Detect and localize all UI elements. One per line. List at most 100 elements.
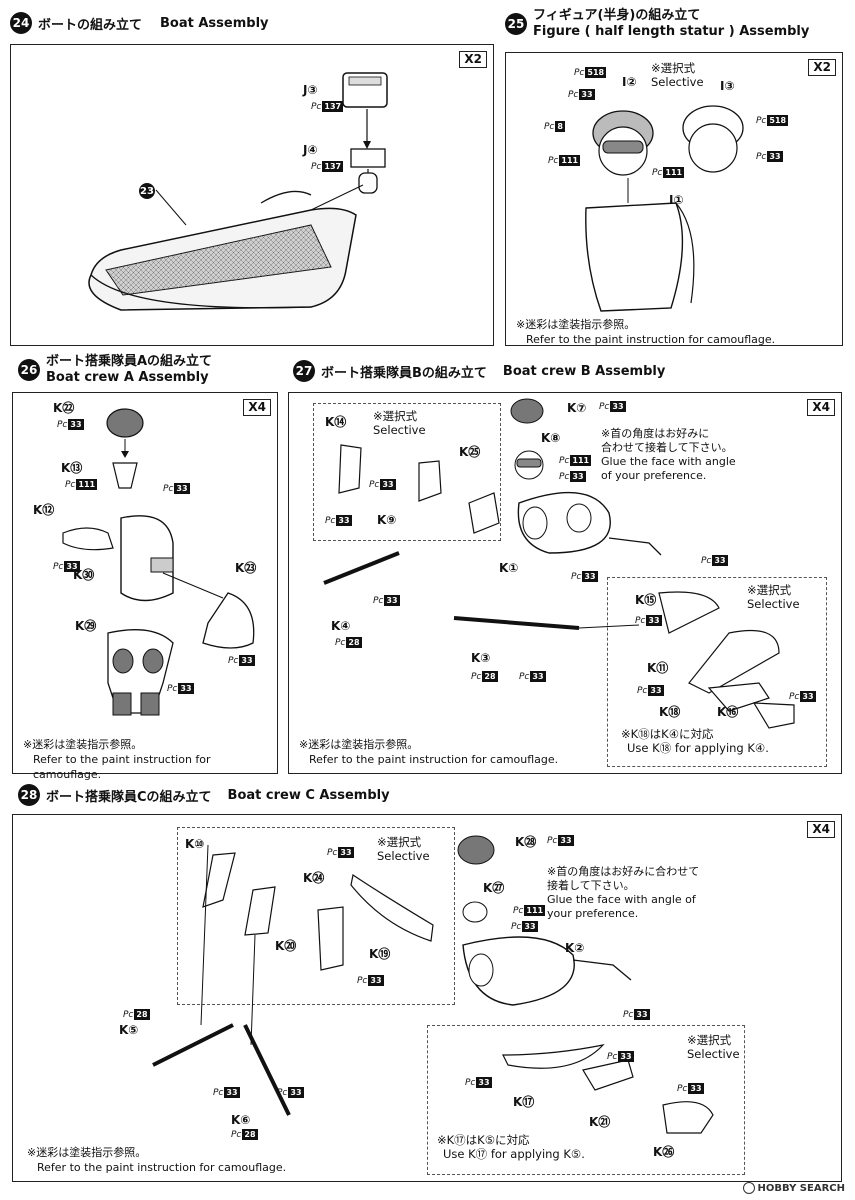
step-number: 25 (505, 13, 527, 35)
camouflage-note-en: Refer to the paint instruction for camou… (37, 1161, 287, 1174)
step-24-header: 24 ボートの組み立て Boat Assembly (10, 12, 269, 34)
step-title-ja: フィギュア(半身)の組み立て (533, 8, 701, 23)
part-k25-label: K㉕ (459, 445, 481, 459)
part-k23-label: K㉓ (235, 561, 257, 575)
watermark-text: HOBBY SEARCH (757, 1182, 845, 1194)
part-k12-label: K⑫ (33, 503, 55, 517)
part-k3-label: K③ (471, 651, 491, 665)
camouflage-note-en: Refer to the paint instruction for camou… (309, 753, 559, 766)
step-title-en: Figure ( half length statur ) Assembly (533, 24, 810, 39)
part-k21-label: K㉑ (589, 1115, 611, 1129)
apply-note-ja: ※K⑱はK④に対応 (621, 727, 714, 741)
watermark: HOBBY SEARCH (742, 1182, 845, 1194)
part-k20-label: K⑳ (275, 939, 297, 953)
selective-box (607, 577, 827, 767)
part-i2-label: I② (622, 75, 637, 89)
step-title-en: Boat Assembly (160, 15, 269, 31)
camouflage-note-ja: ※迷彩は塗装指示参照。 (299, 738, 419, 751)
part-k27-label: K㉗ (483, 881, 505, 895)
part-k28-label: K㉘ (515, 835, 537, 849)
part-k4-label: K④ (331, 619, 351, 633)
part-k29-label: K㉙ (75, 619, 97, 633)
selective-box (177, 827, 455, 1005)
camouflage-note-en: Refer to the paint instruction for camou… (33, 753, 211, 781)
angle-note-en: of your preference. (601, 469, 707, 482)
watermark-logo-icon (742, 1182, 755, 1194)
multiplier-badge: X4 (807, 399, 835, 416)
selective-ja: ※選択式 (651, 61, 696, 75)
part-k8-label: K⑧ (541, 431, 561, 445)
step-25-header: 25 フィギュア(半身)の組み立て Figure ( half length s… (505, 8, 809, 40)
part-k18-label: K⑱ (659, 705, 681, 719)
step-title-ja: ボート搭乗隊員Cの組み立て (46, 789, 212, 805)
selective-ja: ※選択式 (687, 1033, 732, 1047)
step-title-ja: ボートの組み立て (38, 17, 143, 33)
camouflage-note-ja: ※迷彩は塗装指示参照。 (516, 318, 636, 331)
camouflage-note-ja: ※迷彩は塗装指示参照。 (23, 738, 143, 751)
part-k6-label: K⑥ (231, 1113, 251, 1127)
step-title-en: Boat crew B Assembly (502, 363, 666, 379)
apply-note-en: Use K⑰ for applying K⑤. (443, 1147, 585, 1161)
angle-note-ja: ※首の角度はお好みに (601, 427, 710, 440)
crew-b-illustration (323, 398, 795, 729)
angle-note-en: your preference. (547, 907, 639, 920)
angle-note-ja: 合わせて接着して下さい。 (601, 441, 733, 454)
selective-en: Selective (687, 1047, 740, 1061)
part-k5-label: K⑤ (119, 1023, 139, 1037)
selective-box (427, 1025, 745, 1175)
part-k1-label: K① (499, 561, 519, 575)
figure-half-illustration (585, 105, 744, 312)
step-title-ja: ボート搭乗隊員Bの組み立て (321, 365, 487, 381)
part-k17-label: K⑰ (513, 1095, 535, 1109)
part-k30-label: K㉚ (73, 568, 95, 582)
step-26-header: 26 ボート搭乗隊員Aの組み立て Boat crew A Assembly (18, 354, 212, 386)
selective-ja: ※選択式 (377, 835, 422, 849)
apply-note-en: Use K⑱ for applying K④. (627, 741, 769, 755)
camouflage-note-en: Refer to the paint instruction for camou… (526, 333, 776, 346)
apply-note-ja: ※K⑰はK⑤に対応 (437, 1133, 530, 1147)
selective-en: Selective (377, 849, 430, 863)
step-number: 27 (293, 360, 315, 382)
multiplier-badge: X2 (459, 51, 487, 68)
part-23-label: 23 (139, 183, 155, 199)
camouflage-note-ja: ※迷彩は塗装指示参照。 (27, 1146, 147, 1159)
selective-box (313, 403, 501, 541)
angle-note-ja: 接着して下さい。 (547, 879, 635, 892)
step-27-header: 27 ボート搭乗隊員Bの組み立て Boat crew B Assembly (293, 360, 665, 382)
angle-note-ja: ※首の角度はお好みに合わせて (547, 865, 700, 878)
part-k7-label: K⑦ (567, 401, 587, 415)
part-j4-label: J④ (303, 143, 318, 157)
multiplier-badge: X4 (807, 821, 835, 838)
